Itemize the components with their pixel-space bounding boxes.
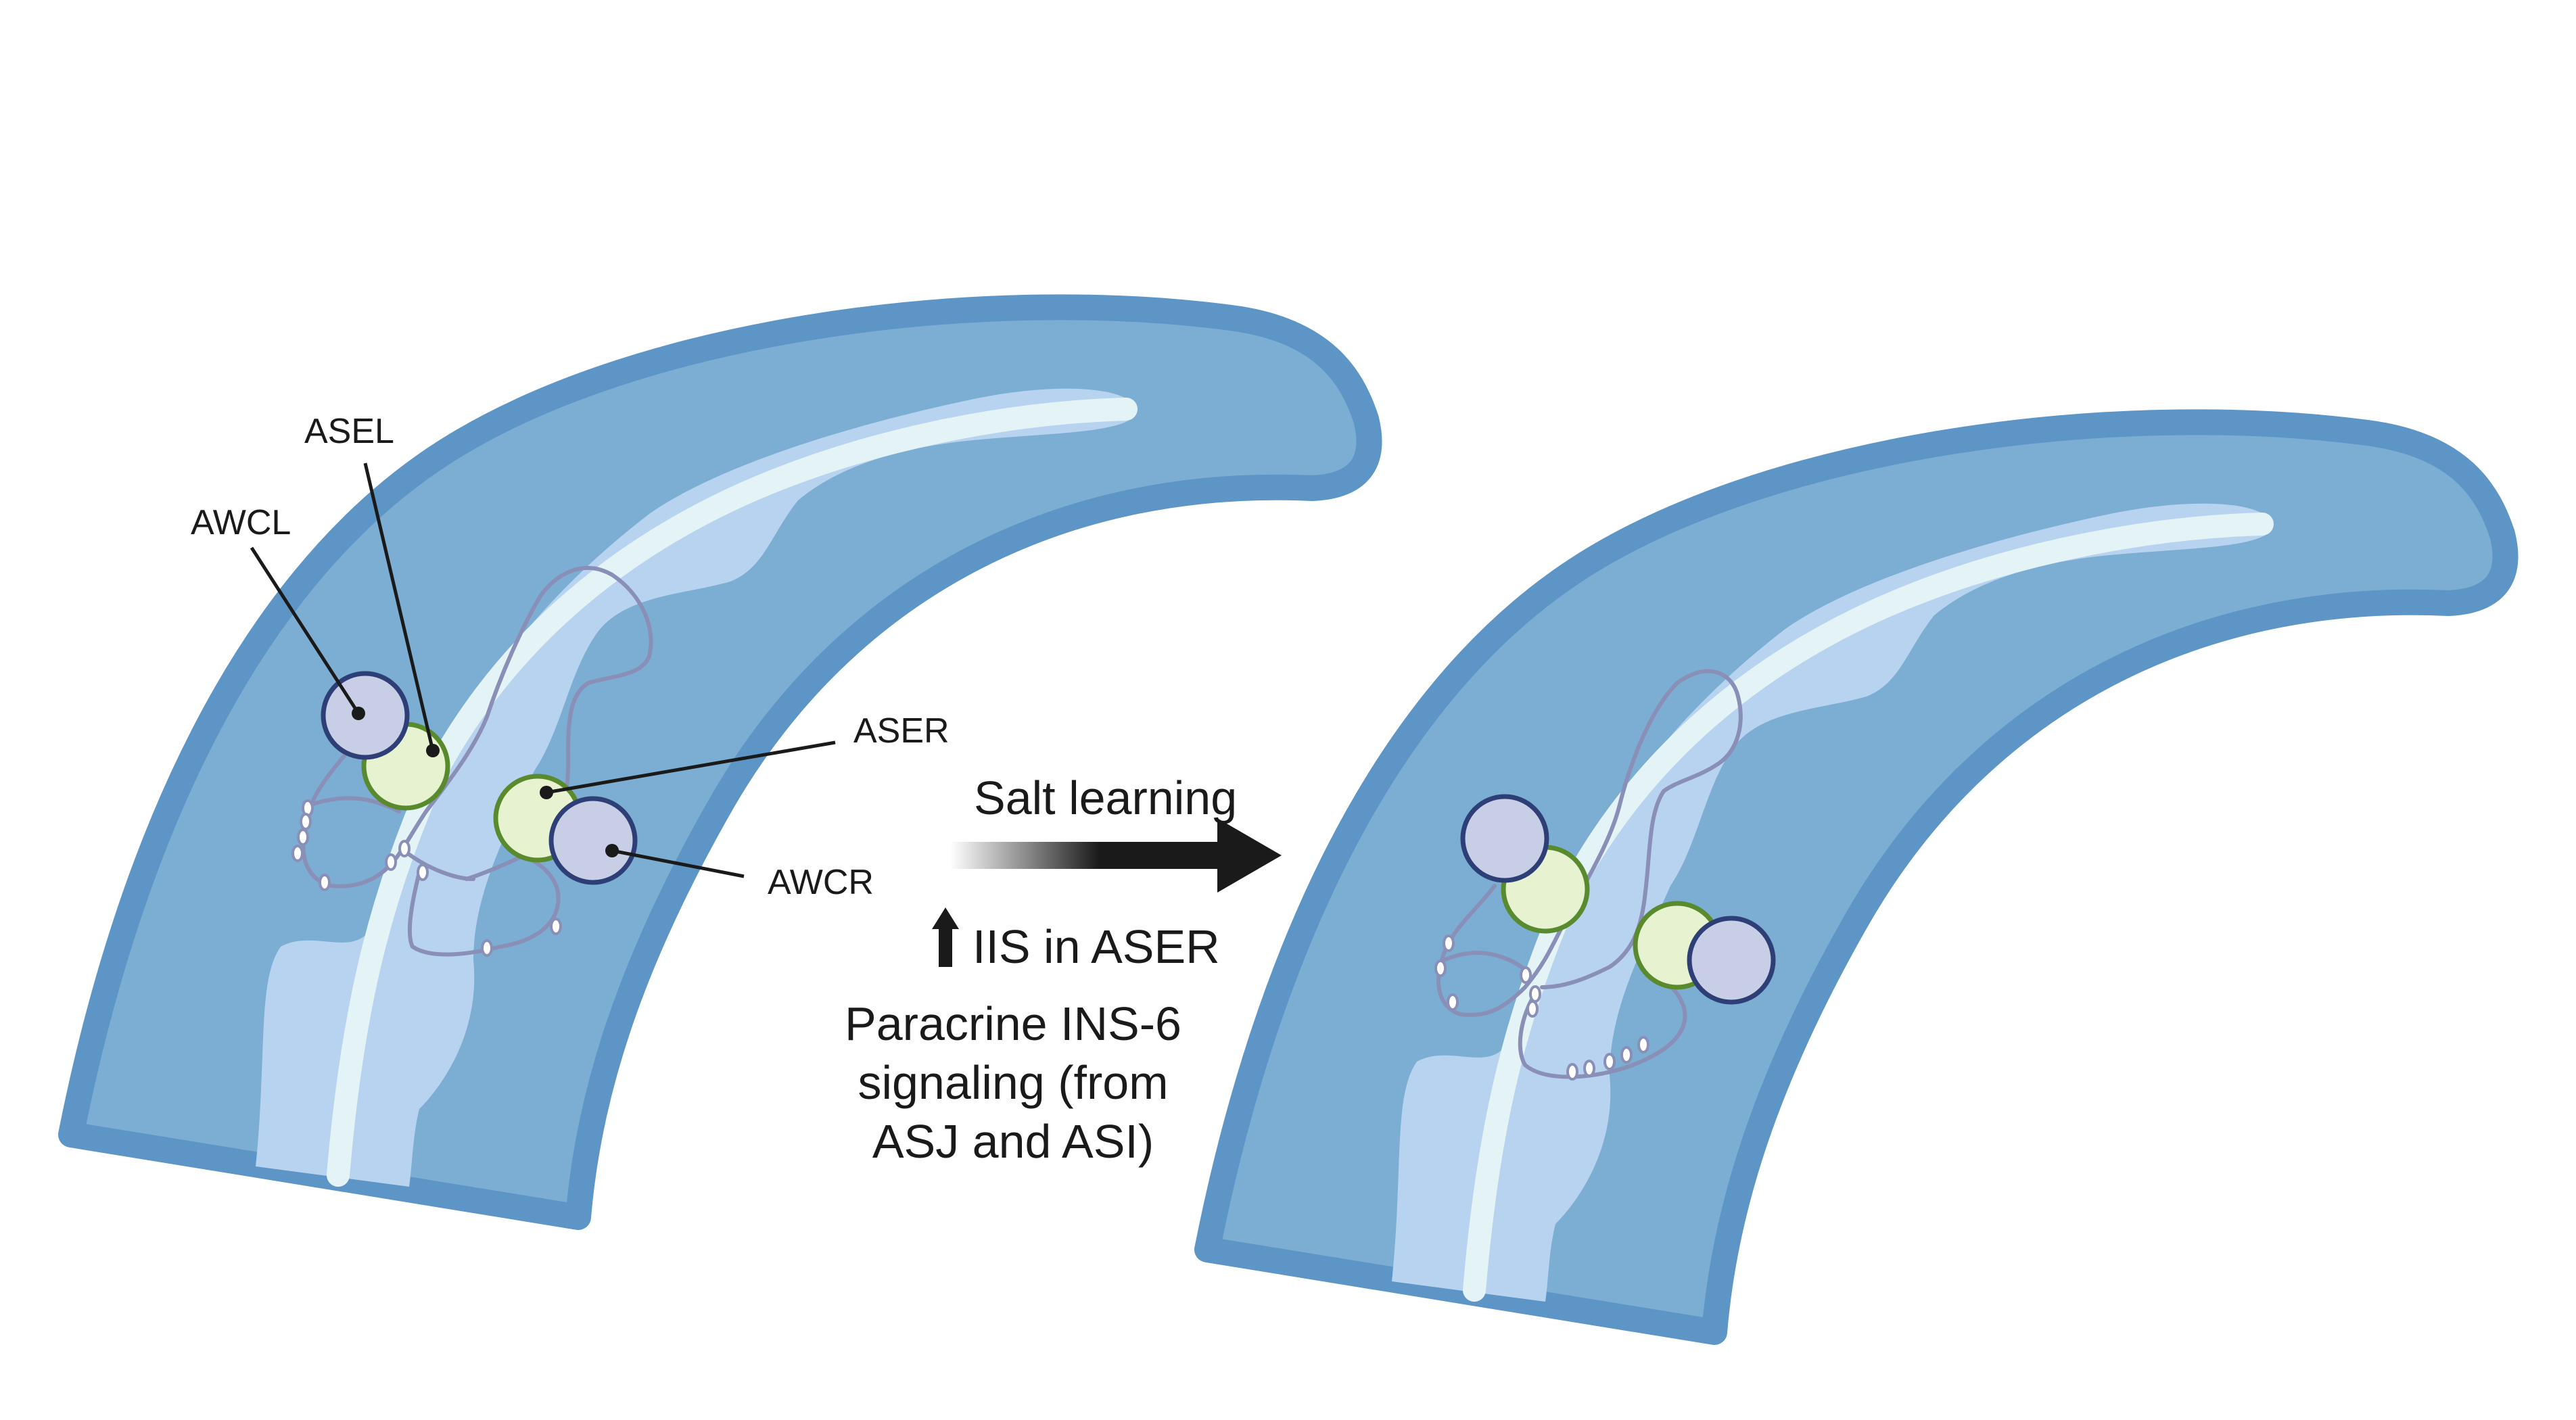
- pointer-dots: [352, 707, 619, 857]
- label-aser: ASER: [853, 711, 950, 751]
- awcl-cell-before: [321, 671, 410, 760]
- center-line-after: [1463, 513, 2274, 1302]
- label-asel: ASEL: [304, 412, 394, 451]
- center-line-before: [327, 398, 1138, 1187]
- worm-head-before: AWCL ASEL ASER AWCR: [58, 294, 1382, 1230]
- cause-line-1: Paracrine INS-6: [845, 997, 1181, 1050]
- dendrite-dots-after: [1434, 934, 1649, 1081]
- label-pointers: [250, 463, 836, 878]
- salt-learning-title: Salt learning: [974, 772, 1237, 824]
- label-awcl: AWCL: [191, 503, 291, 542]
- awcr-cell-before: [548, 796, 638, 885]
- label-awcr: AWCR: [768, 863, 874, 902]
- awcr-cell-after: [1687, 916, 1776, 1005]
- transition: Salt learning IIS in ASER Paracrine INS-…: [845, 772, 1282, 1168]
- iis-in-aser-text: IIS in ASER: [973, 920, 1220, 973]
- salt-learning-arrow: [950, 818, 1282, 893]
- neuron-processes-before: [301, 566, 653, 957]
- cause-line-2: signaling (from: [858, 1056, 1168, 1109]
- awcl-cell-after: [1460, 794, 1549, 883]
- up-arrow-icon: [932, 907, 959, 967]
- neuron-processes-after: [1436, 669, 1743, 1079]
- cause-line-3: ASJ and ASI): [872, 1115, 1154, 1168]
- worm-head-after: [1194, 409, 2519, 1345]
- dendrite-dots-before: [291, 799, 562, 957]
